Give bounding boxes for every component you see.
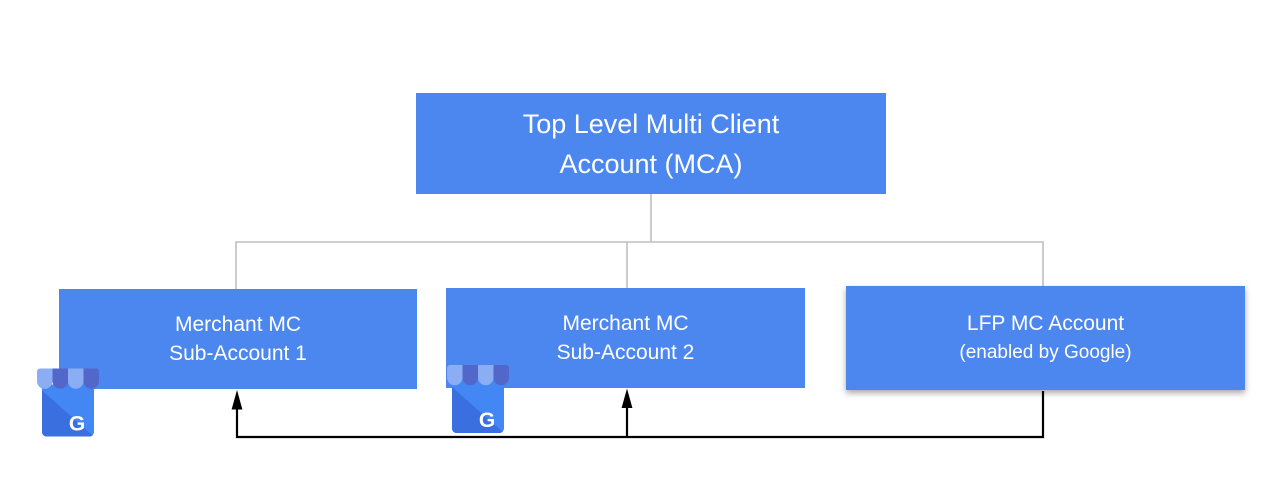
node-label-line1: Merchant MC [174,313,302,336]
storefront-awning-band [37,368,99,381]
storefront-body-shade [42,390,94,437]
google-g-letter: G [69,413,85,436]
feedback-main-line [235,391,1045,439]
google-g-letter: G [479,409,495,432]
storefront-awning-band [447,365,509,378]
tree-connector-lines [235,194,1044,289]
arrow-up-icon [621,388,633,408]
node-label-line2: Sub-Account 2 [556,341,695,364]
node-lfp-mc-account: LFP MC Account (enabled by Google) [846,286,1245,390]
storefront-awning-scallops [37,380,99,389]
arrow-up-icon [231,390,243,410]
node-merchant-sub-account-1: Merchant MC Sub-Account 1 [59,289,417,389]
tree-branch-line [235,241,1044,289]
node-label-line2: Account (MCA) [559,148,743,179]
lfp-feedback-lines [235,391,1045,439]
node-label-line2: Sub-Account 1 [169,342,307,365]
google-business-icon: G [37,368,99,437]
node-top-level-mca: Top Level Multi Client Account (MCA) [416,93,886,194]
node-label-line1: Merchant MC [562,312,689,335]
google-business-icon: G [447,365,509,433]
node-label-line1: Top Level Multi Client [522,108,780,139]
node-label-line1: LFP MC Account [966,312,1125,335]
node-label-line2: (enabled by Google) [959,342,1132,363]
storefront-awning-scallops [447,377,509,386]
